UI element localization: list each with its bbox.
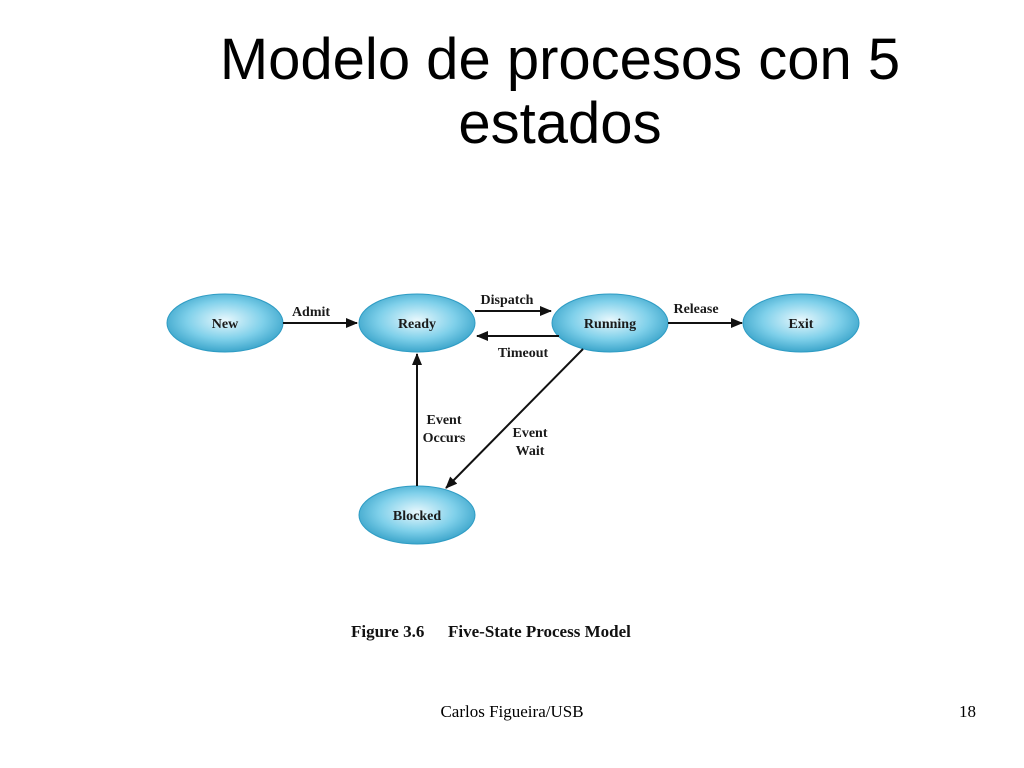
node-blocked-label: Blocked xyxy=(393,509,441,524)
node-new: New xyxy=(166,293,284,353)
node-blocked: Blocked xyxy=(358,485,476,545)
edge-admit-label: Admit xyxy=(292,305,330,320)
node-ready-label: Ready xyxy=(398,317,436,332)
edge-event-occurs-label-2: Occurs xyxy=(423,431,466,446)
slide-title: Modelo de procesos con 5 estados xyxy=(200,28,920,156)
edge-timeout-label: Timeout xyxy=(498,346,549,361)
node-running: Running xyxy=(551,293,669,353)
edge-event-wait xyxy=(445,348,584,489)
edge-event-wait-label-2: Wait xyxy=(516,444,545,459)
edge-release-label: Release xyxy=(673,302,718,317)
edge-event-occurs-label-1: Event xyxy=(427,413,462,428)
slide-title-line-2: estados xyxy=(458,91,662,156)
figure-caption-text: Five-State Process Model xyxy=(448,622,631,641)
edge-event-wait-label-1: Event xyxy=(513,426,548,441)
node-exit: Exit xyxy=(742,293,860,353)
figure-caption-number: Figure 3.6 xyxy=(351,622,424,641)
node-ready: Ready xyxy=(358,293,476,353)
edge-dispatch-label: Dispatch xyxy=(481,293,534,308)
footer-author: Carlos Figueira/USB xyxy=(440,702,584,721)
node-new-label: New xyxy=(212,317,239,332)
slide-title-line-1: Modelo de procesos con 5 xyxy=(219,27,901,92)
node-exit-label: Exit xyxy=(789,317,814,332)
page-number: 18 xyxy=(959,702,976,721)
node-running-label: Running xyxy=(584,317,636,332)
